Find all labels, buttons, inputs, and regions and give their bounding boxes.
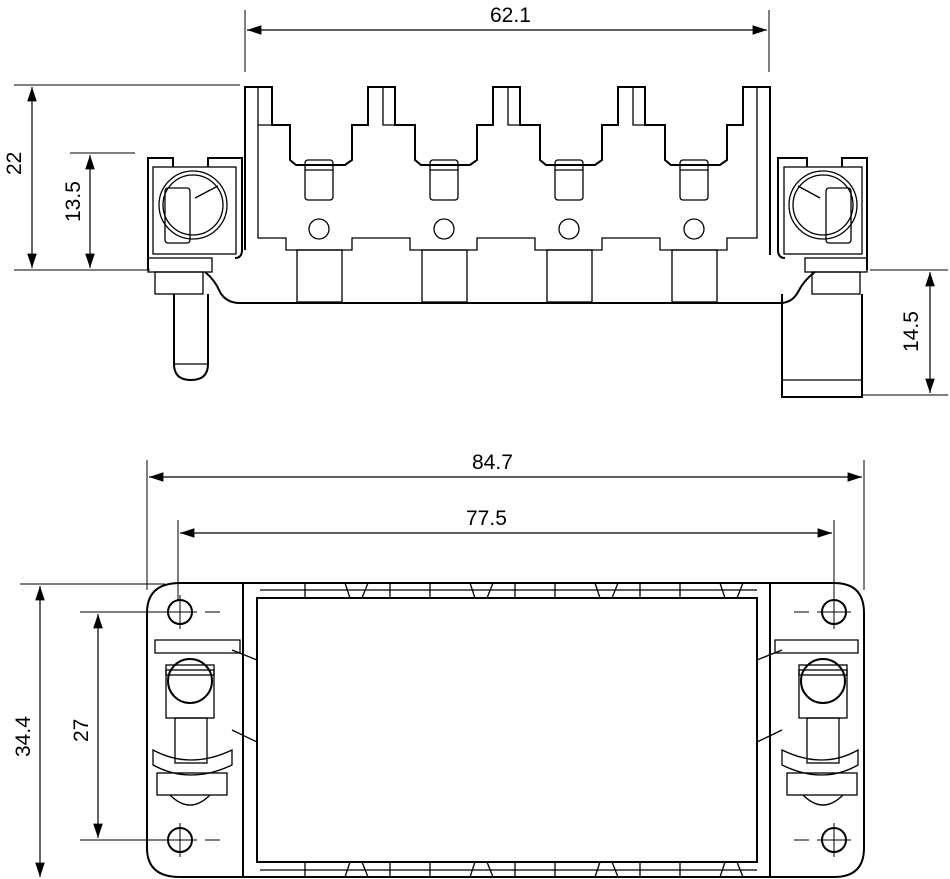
dimension-label: 62.1 <box>490 4 531 27</box>
mounting-plate <box>146 582 865 878</box>
contact-pins <box>296 249 718 303</box>
left-locking-latch <box>152 639 258 806</box>
dimension-label: 27 <box>70 719 93 742</box>
contact-slots <box>304 159 709 201</box>
frame-teeth <box>260 582 757 878</box>
dimension-label: 34.4 <box>12 716 35 757</box>
housing-flange <box>204 271 816 304</box>
dimension-27: 27 <box>70 611 170 841</box>
dimension-label: 14.5 <box>900 311 923 352</box>
dimension-label: 77.5 <box>466 507 507 530</box>
right-screw-clamp <box>777 157 868 398</box>
top-view: 84.7 77.5 34.4 27 <box>12 451 865 878</box>
dimension-77-5: 77.5 <box>177 507 835 600</box>
dimension-label: 13.5 <box>62 181 85 222</box>
dimension-34-4: 34.4 <box>12 583 165 877</box>
tooth-detail <box>257 87 758 126</box>
dimension-84-7: 84.7 <box>146 451 865 590</box>
dimension-22: 22 <box>3 84 240 271</box>
dimension-13-5: 13.5 <box>62 152 135 268</box>
side-view: 62.1 22 13.5 14.5 <box>3 4 948 398</box>
holes <box>308 218 705 240</box>
mounting-holes <box>163 595 851 857</box>
dimension-label: 22 <box>3 152 26 175</box>
dimension-label: 84.7 <box>472 451 513 474</box>
dimension-62-1: 62.1 <box>244 4 770 72</box>
housing-outline <box>244 86 771 255</box>
right-locking-latch <box>756 639 859 806</box>
housing-window <box>256 597 758 863</box>
dimension-14-5: 14.5 <box>862 269 948 396</box>
left-screw-clamp <box>147 157 243 382</box>
housing-frame <box>242 582 771 878</box>
